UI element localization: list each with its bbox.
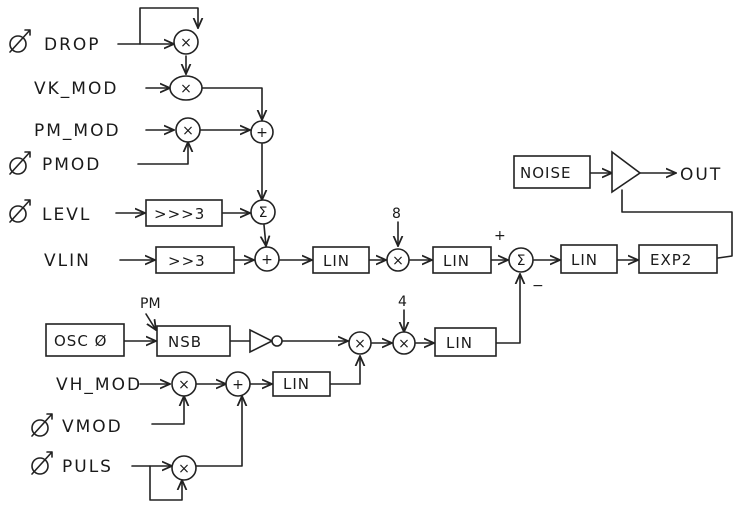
multiplier-symbol: ×	[182, 123, 194, 139]
minus-sign-label: −	[532, 278, 544, 294]
knob-icon	[31, 451, 53, 475]
multiplier-node: ×	[173, 29, 199, 55]
lin-block-5: LIN	[272, 371, 331, 397]
shift-block-top: >>>3	[145, 199, 223, 227]
shift-block-bottom-label: >>3	[168, 252, 206, 270]
lin-block-3: LIN	[560, 244, 618, 274]
input-vmod-label: VMOD	[62, 417, 123, 437]
shift-block-bottom: >>3	[155, 246, 235, 274]
summing-node: Σ	[508, 247, 534, 273]
multiplier-node: ×	[386, 248, 410, 272]
input-vlin-label: VLIN	[44, 251, 91, 271]
osc-block: OSC Ø	[45, 323, 125, 357]
adder-node: +	[254, 246, 280, 272]
knob-icon	[9, 151, 31, 175]
exp2-block: EXP2	[638, 244, 718, 274]
lin-block-4-label: LIN	[446, 334, 473, 352]
lin-block-4: LIN	[434, 327, 497, 357]
multiplier-symbol: ×	[180, 81, 192, 97]
input-puls-label: PULS	[62, 457, 113, 477]
multiplier-node: ×	[392, 331, 416, 355]
shift-block-top-label: >>>3	[154, 205, 205, 223]
lin-block-2-label: LIN	[443, 252, 470, 270]
input-pm-mod-label: PM_MOD	[34, 121, 121, 141]
multiplier-symbol: ×	[398, 336, 410, 352]
adder-symbol: +	[232, 377, 244, 393]
pm-label: PM	[140, 296, 161, 312]
plus-sign-label: +	[494, 228, 506, 244]
knob-icon	[9, 29, 31, 53]
lin-block-2: LIN	[432, 246, 492, 274]
summing-symbol: Σ	[517, 253, 526, 269]
multiplier-node: ×	[169, 75, 203, 101]
output-amplifier-icon	[611, 150, 642, 194]
knob-icon	[31, 413, 53, 437]
input-vk-mod-label: VK_MOD	[34, 79, 118, 99]
constant-four-label: 4	[398, 294, 407, 310]
osc-label: OSC Ø	[54, 332, 107, 350]
input-drop-label: DROP	[44, 35, 101, 55]
multiplier-symbol: ×	[178, 461, 190, 477]
multiplier-symbol: ×	[354, 336, 366, 352]
adder-node: +	[250, 120, 274, 144]
nsb-block: NSB	[156, 325, 231, 357]
multiplier-node: ×	[348, 331, 372, 355]
adder-node: +	[225, 371, 251, 397]
multiplier-node: ×	[175, 117, 201, 143]
inverter-icon	[249, 328, 283, 354]
exp2-block-label: EXP2	[650, 251, 692, 269]
input-pmod-label: PMOD	[42, 155, 101, 175]
constant-eight-label: 8	[392, 206, 401, 222]
multiplier-node: ×	[171, 371, 197, 397]
lin-block-5-label: LIN	[283, 375, 310, 393]
output-label: OUT	[680, 165, 722, 185]
adder-symbol: +	[261, 252, 273, 268]
multiplier-symbol: ×	[180, 35, 192, 51]
knob-glyphs	[9, 29, 53, 475]
knob-icon	[9, 199, 31, 223]
lin-block-1-label: LIN	[323, 252, 350, 270]
input-vh-mod-label: VH_MOD	[56, 375, 142, 395]
lin-block-3-label: LIN	[571, 251, 598, 269]
lin-block-1: LIN	[312, 246, 370, 274]
nsb-block-label: NSB	[168, 333, 202, 351]
input-levl-label: LEVL	[42, 205, 91, 225]
multiplier-symbol: ×	[178, 377, 190, 393]
multiplier-symbol: ×	[392, 253, 404, 269]
noise-block: NOISE	[513, 155, 591, 189]
wires	[115, 7, 733, 501]
multiplier-node: ×	[171, 455, 197, 481]
summing-symbol: Σ	[259, 205, 268, 221]
noise-block-label: NOISE	[520, 164, 571, 182]
adder-symbol: +	[256, 125, 268, 141]
summing-node: Σ	[250, 199, 276, 225]
